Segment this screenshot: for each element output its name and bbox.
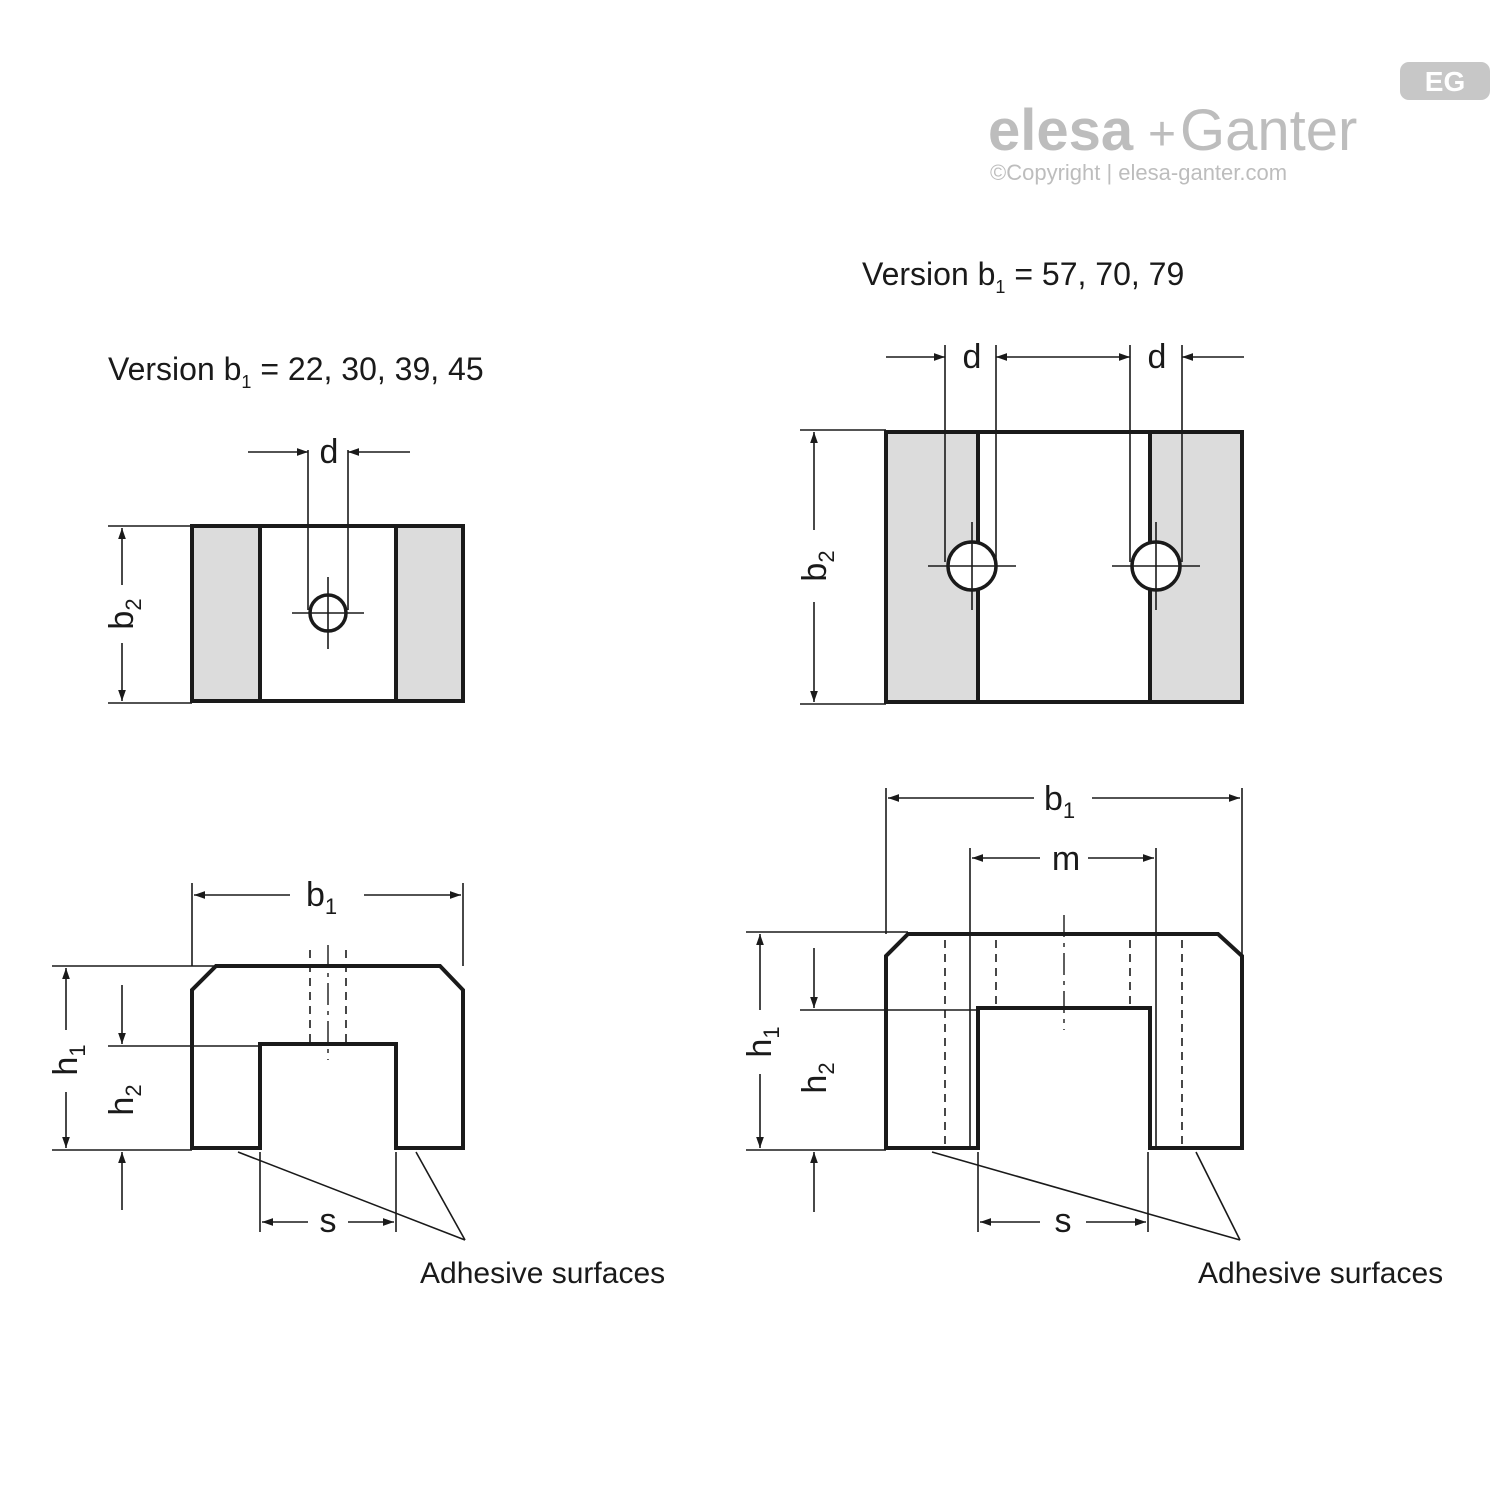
left-top-view: d b2 (103, 433, 465, 704)
right-d-label-1: d (963, 338, 982, 376)
left-d-label: d (320, 433, 339, 471)
copyright-text: ©Copyright | elesa-ganter.com (990, 160, 1287, 185)
right-h2-label: h2 (796, 1062, 839, 1093)
left-b2-label: b2 (103, 598, 146, 629)
right-b2-label: b2 (796, 550, 839, 581)
right-top-view: d d b2 (796, 338, 1244, 705)
left-version-title: Version b1 = 22, 30, 39, 45 (108, 351, 484, 392)
logo-elesa: elesa (988, 98, 1134, 163)
left-side-view: b1 h1 h2 s Adhesive surfaces (47, 876, 665, 1290)
right-version-title: Version b1 = 57, 70, 79 (862, 256, 1184, 297)
right-adhesive-label: Adhesive surfaces (1198, 1257, 1443, 1290)
eg-badge (1400, 62, 1490, 100)
right-d-label-2: d (1148, 338, 1167, 376)
logo-plus: + (1148, 108, 1176, 161)
right-m-label: m (1052, 840, 1080, 878)
right-b1-label: b1 (1044, 780, 1075, 823)
logo-ganter: Ganter (1180, 98, 1357, 163)
left-b1-label: b1 (306, 876, 337, 919)
left-h2-label: h2 (103, 1084, 146, 1115)
right-s-label: s (1055, 1202, 1072, 1240)
eg-badge-text: EG (1425, 66, 1465, 97)
brand-logo: EG elesa + Ganter ©Copyright | elesa-gan… (988, 62, 1490, 185)
left-s-label: s (320, 1202, 337, 1240)
right-side-view: b1 m h1 h2 s Adhesive surfaces (741, 780, 1443, 1290)
right-h1-label: h1 (741, 1026, 784, 1057)
left-adhesive-label: Adhesive surfaces (420, 1257, 665, 1290)
left-h1-label: h1 (47, 1044, 90, 1075)
